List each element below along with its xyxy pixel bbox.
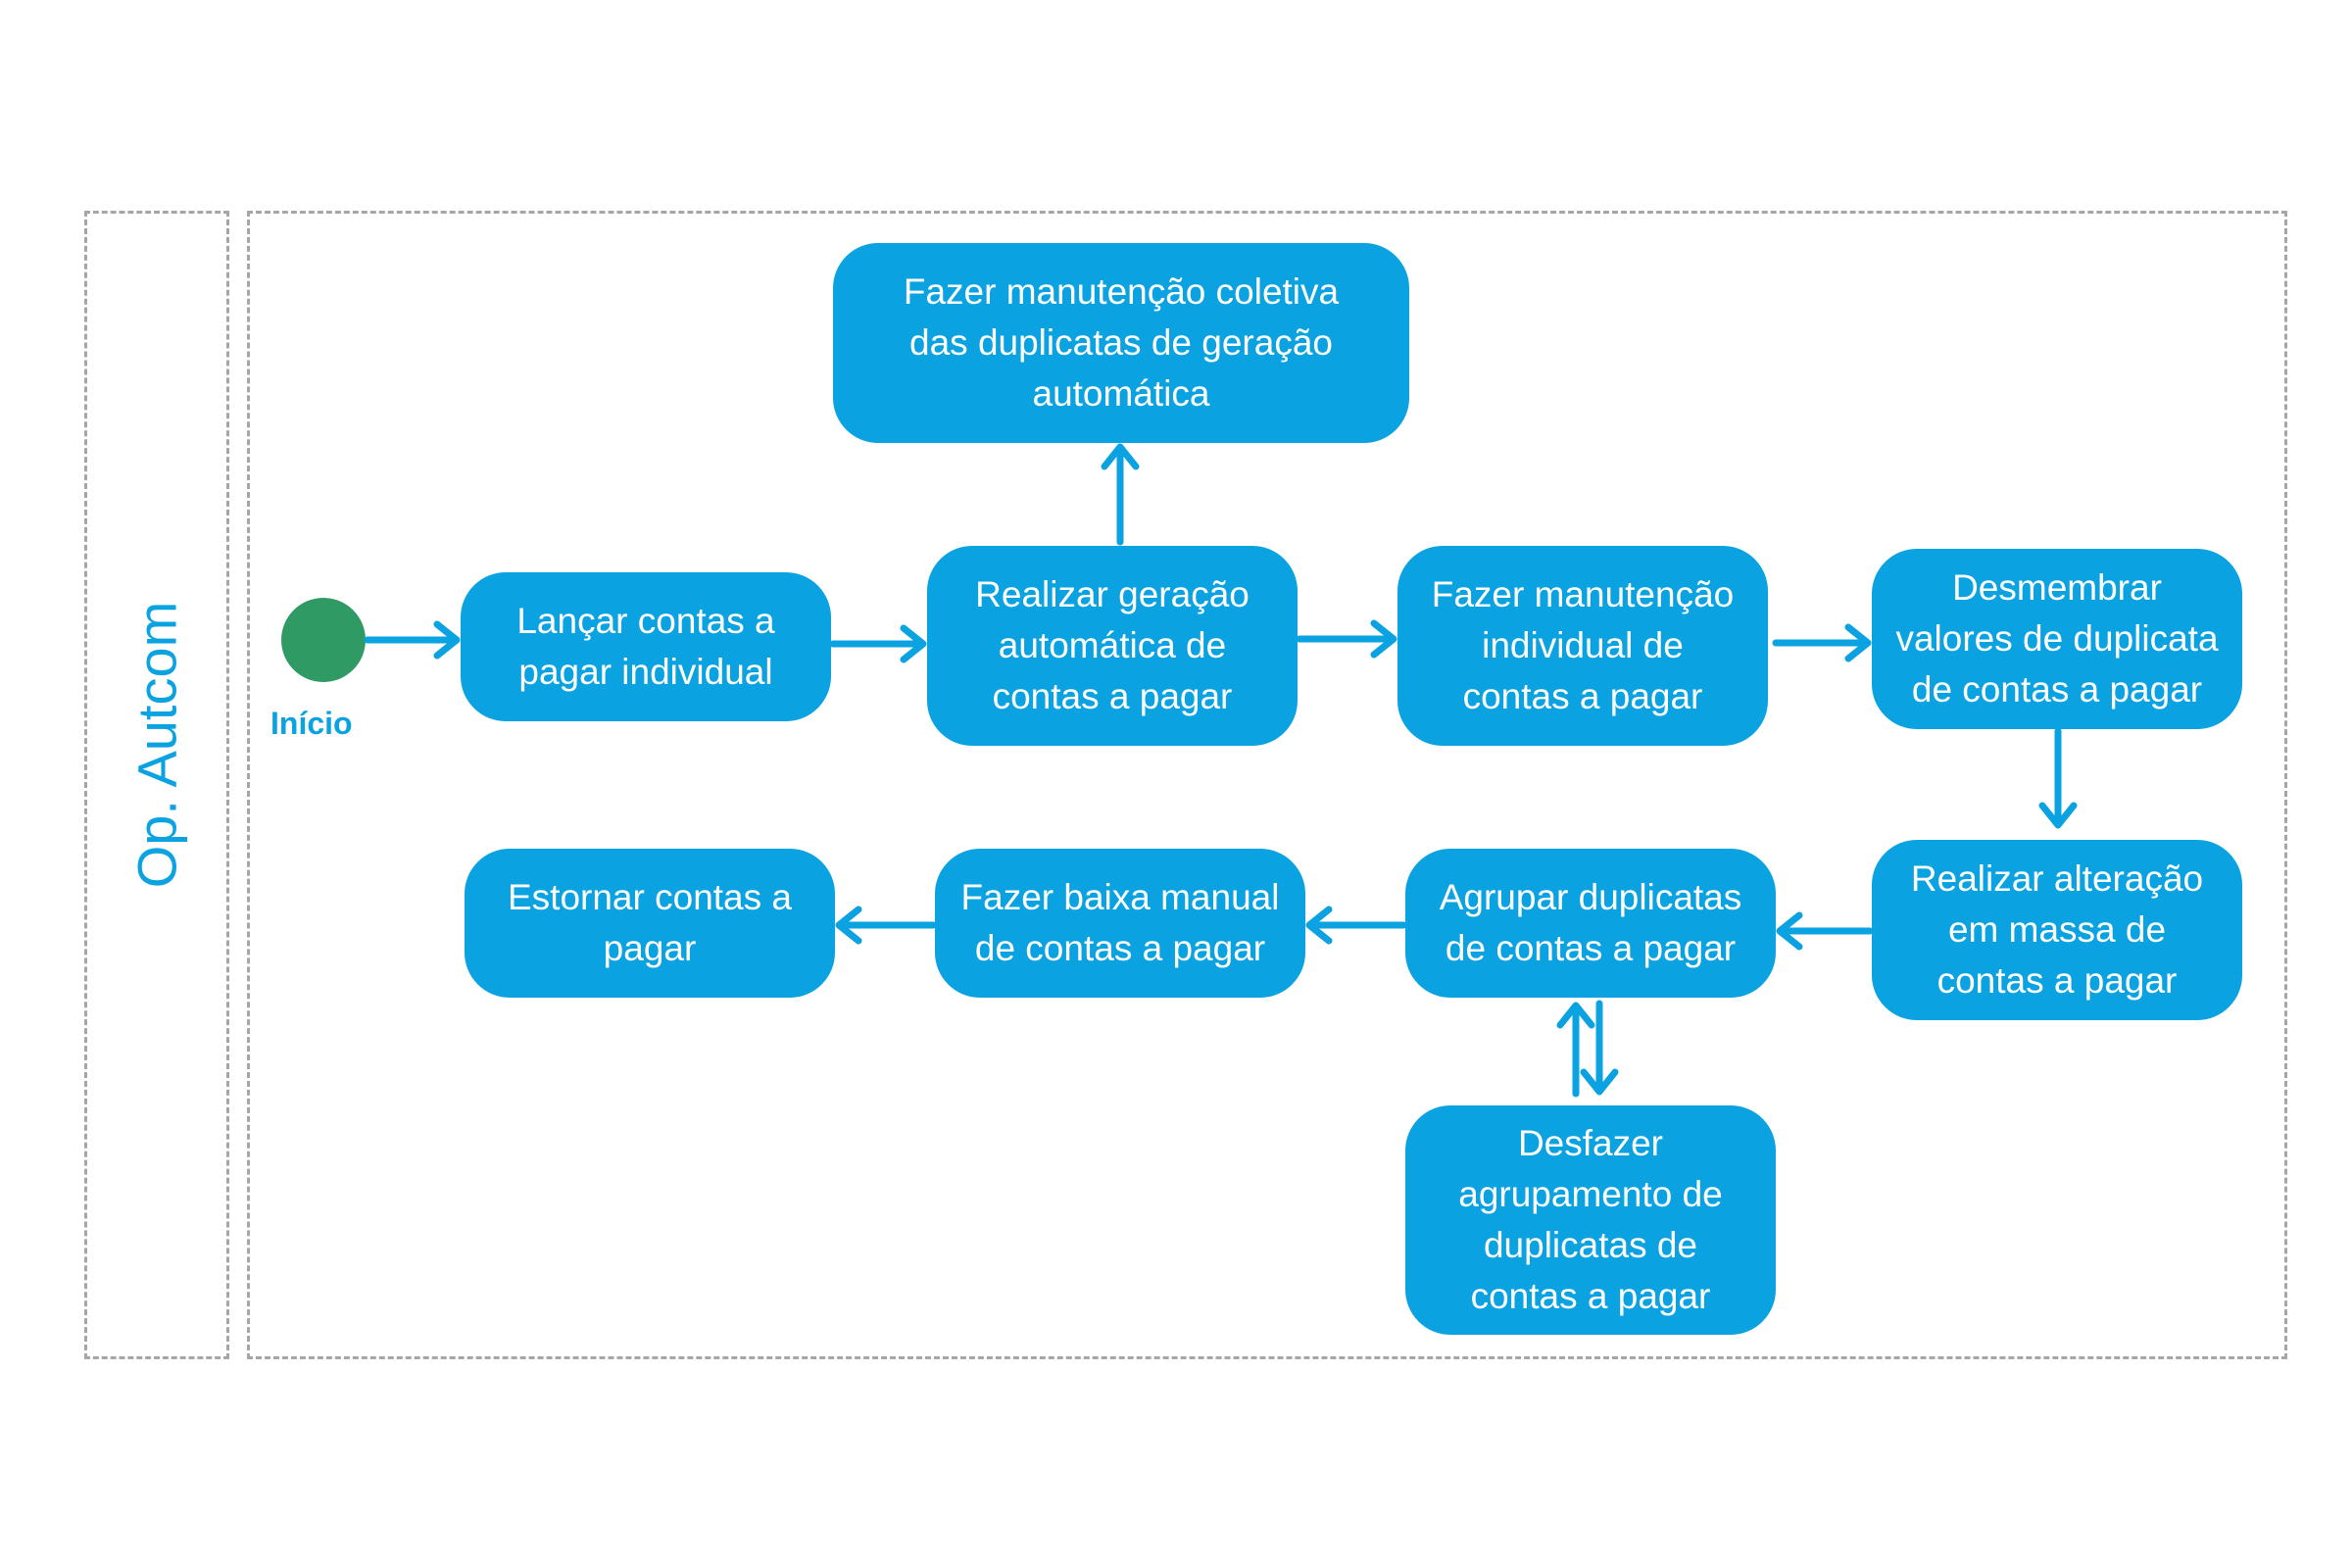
arrow-desmembrar-to-massa	[2038, 727, 2078, 829]
swimlane	[247, 211, 2287, 1359]
node-geracao[interactable]: Realizar geração automática de contas a …	[927, 546, 1298, 746]
node-baixa[interactable]: Fazer baixa manual de contas a pagar	[935, 849, 1305, 998]
node-agrupar[interactable]: Agrupar duplicatas de contas a pagar	[1405, 849, 1776, 998]
arrow-geracao-to-coletiva	[1101, 443, 1140, 546]
node-massa[interactable]: Realizar alteração em massa de contas a …	[1872, 840, 2242, 1020]
node-desmembrar[interactable]: Desmembrar valores de duplicata de conta…	[1872, 549, 2242, 729]
node-estornar[interactable]: Estornar contas a pagar	[465, 849, 835, 998]
arrow-start-to-lancar	[364, 620, 461, 660]
lane-header	[84, 211, 229, 1359]
arrow-individual-to-desmembrar	[1772, 623, 1872, 662]
node-lancar[interactable]: Lançar contas a pagar individual	[461, 572, 831, 721]
arrow-geracao-to-individual	[1296, 619, 1397, 659]
arrow-baixa-to-estornar	[835, 906, 937, 945]
arrow-desfazer-to-agrupar	[1556, 1002, 1595, 1098]
arrow-agrupar-to-baixa	[1305, 906, 1407, 945]
arrow-massa-to-agrupar	[1776, 911, 1874, 951]
node-desfazer[interactable]: Desfazer agrupamento de duplicatas de co…	[1405, 1105, 1776, 1335]
start-node	[281, 598, 366, 682]
arrow-lancar-to-geracao	[829, 624, 927, 663]
node-coletiva[interactable]: Fazer manutenção coletiva das duplicatas…	[833, 243, 1409, 443]
start-label: Início	[270, 706, 353, 741]
node-individual[interactable]: Fazer manutenção individual de contas a …	[1397, 546, 1768, 746]
arrow-agrupar-to-desfazer	[1580, 1000, 1619, 1096]
